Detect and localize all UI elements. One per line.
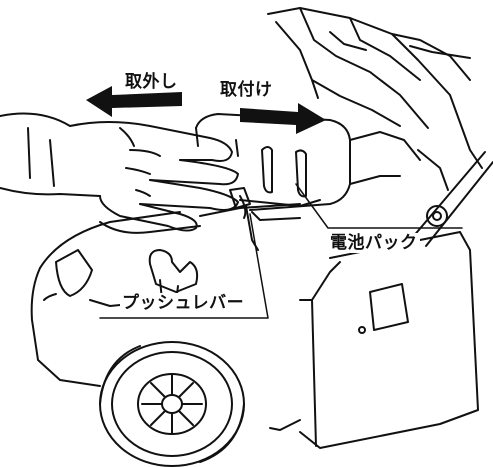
push-lever <box>229 187 259 251</box>
remove-label: 取外し <box>123 72 180 92</box>
battery-pack <box>195 113 421 221</box>
hand <box>0 112 247 232</box>
battery-cover <box>267 7 483 169</box>
wheel <box>99 341 245 467</box>
handle-bar <box>411 149 493 247</box>
mower-body <box>30 203 479 449</box>
attach-label: 取付け <box>218 80 275 100</box>
battery-pack-label: 電池パック <box>328 233 420 253</box>
push-lever-label: プッシュレバー <box>120 293 247 313</box>
leader-lines <box>99 183 463 319</box>
remove-arrow <box>86 86 182 117</box>
attach-arrow <box>240 103 326 134</box>
